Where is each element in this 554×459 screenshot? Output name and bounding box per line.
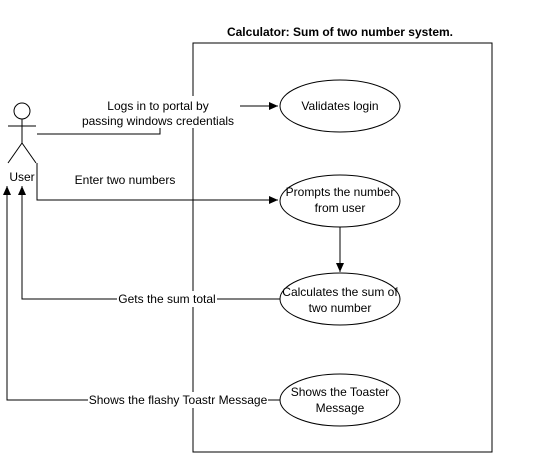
actor-label: User: [9, 170, 34, 184]
edge-enter-label: Enter two numbers: [75, 173, 176, 187]
actor-user: User: [7, 102, 37, 184]
edge-sum: Gets the sum total: [18, 186, 280, 307]
edge-toastr-label: Shows the flashy Toastr Message: [89, 393, 268, 407]
use-case-prompt-line1: Prompts the number: [286, 185, 395, 199]
use-case-calculate-line1: Calculates the sum of: [282, 285, 398, 299]
actor-left-leg: [7, 142, 23, 164]
edge-toastr: Shows the flashy Toastr Message: [2, 186, 280, 408]
system-boundary: [192, 42, 493, 453]
use-case-validate: Validates login: [279, 79, 401, 133]
use-case-toaster-line1: Shows the Toaster: [291, 385, 390, 399]
edge-login: Logs in to portal by passing windows cre…: [37, 96, 278, 135]
use-case-validate-label: Validates login: [301, 99, 378, 113]
use-case-toaster: Shows the Toaster Message: [279, 373, 401, 427]
edge-login-line2: passing windows credentials: [82, 114, 234, 128]
use-case-calculate: Calculates the sum of two number: [279, 272, 401, 326]
edge-sum-label: Gets the sum total: [118, 292, 215, 306]
use-case-prompt: Prompts the number from user: [279, 174, 401, 228]
actor-right-leg: [21, 142, 37, 164]
system-title: Calculator: Sum of two number system.: [227, 25, 453, 39]
edge-enter: Enter two numbers: [36, 163, 278, 204]
actor-head: [13, 102, 31, 120]
edge-login-line1: Logs in to portal by: [107, 99, 208, 113]
use-case-prompt-line2: from user: [315, 201, 366, 215]
use-case-calculate-line2: two number: [309, 301, 372, 315]
use-case-toaster-line2: Message: [316, 401, 365, 415]
